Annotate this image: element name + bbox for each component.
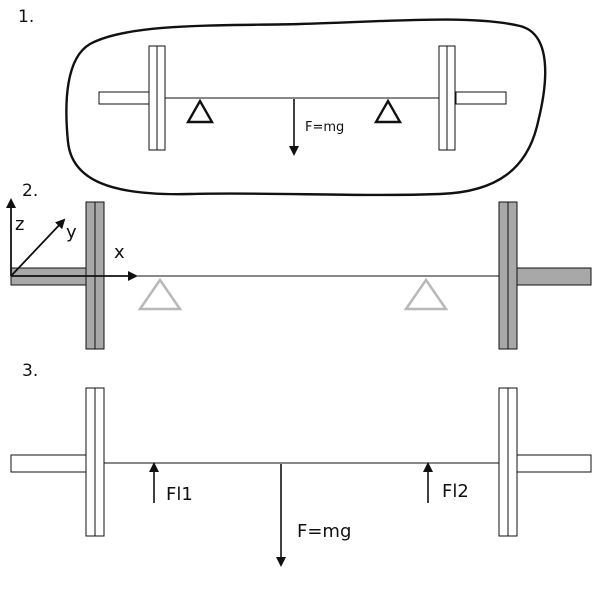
reaction-force-right-label: Fl2 — [442, 481, 469, 502]
bar-sleeve-right — [455, 91, 507, 105]
step-label-2: 2. — [22, 181, 38, 201]
plate-left-outer — [148, 45, 158, 151]
plate-right-outer — [446, 45, 456, 151]
step-label-1: 1. — [18, 7, 34, 27]
panel-2: 2. z y x — [5, 181, 592, 350]
support-left — [185, 98, 215, 124]
bar-sleeve-left — [10, 454, 87, 473]
plate-right-outer — [507, 201, 518, 350]
support-right — [403, 277, 449, 311]
reaction-force-left-label: Fl1 — [166, 484, 193, 505]
axis-y-label: y — [66, 222, 77, 243]
bar-sleeve-left — [98, 91, 150, 105]
plate-left-outer — [85, 387, 96, 537]
plate-right-outer — [507, 387, 518, 537]
panel-3: 3. Fl1 Fl2 F=mg — [10, 361, 592, 567]
support-right — [373, 98, 403, 124]
axis-y-arrow — [10, 218, 66, 277]
support-left — [137, 277, 183, 311]
axis-z-label: z — [15, 214, 24, 235]
bar-sleeve-right — [516, 267, 592, 286]
plate-right-inner — [498, 201, 509, 350]
plate-right-inner — [438, 45, 448, 151]
panel-1: 1. F=mg — [18, 7, 547, 197]
plate-right-inner — [498, 387, 509, 537]
step-label-3: 3. — [22, 361, 38, 381]
axis-x-label: x — [114, 242, 125, 263]
freehand-outline — [65, 18, 547, 197]
plate-left-inner — [156, 45, 166, 151]
weight-force-label: F=mg — [297, 521, 351, 542]
bar-sleeve-right — [516, 454, 592, 473]
weight-force-label: F=mg — [305, 120, 344, 135]
plate-left-inner — [94, 387, 105, 537]
